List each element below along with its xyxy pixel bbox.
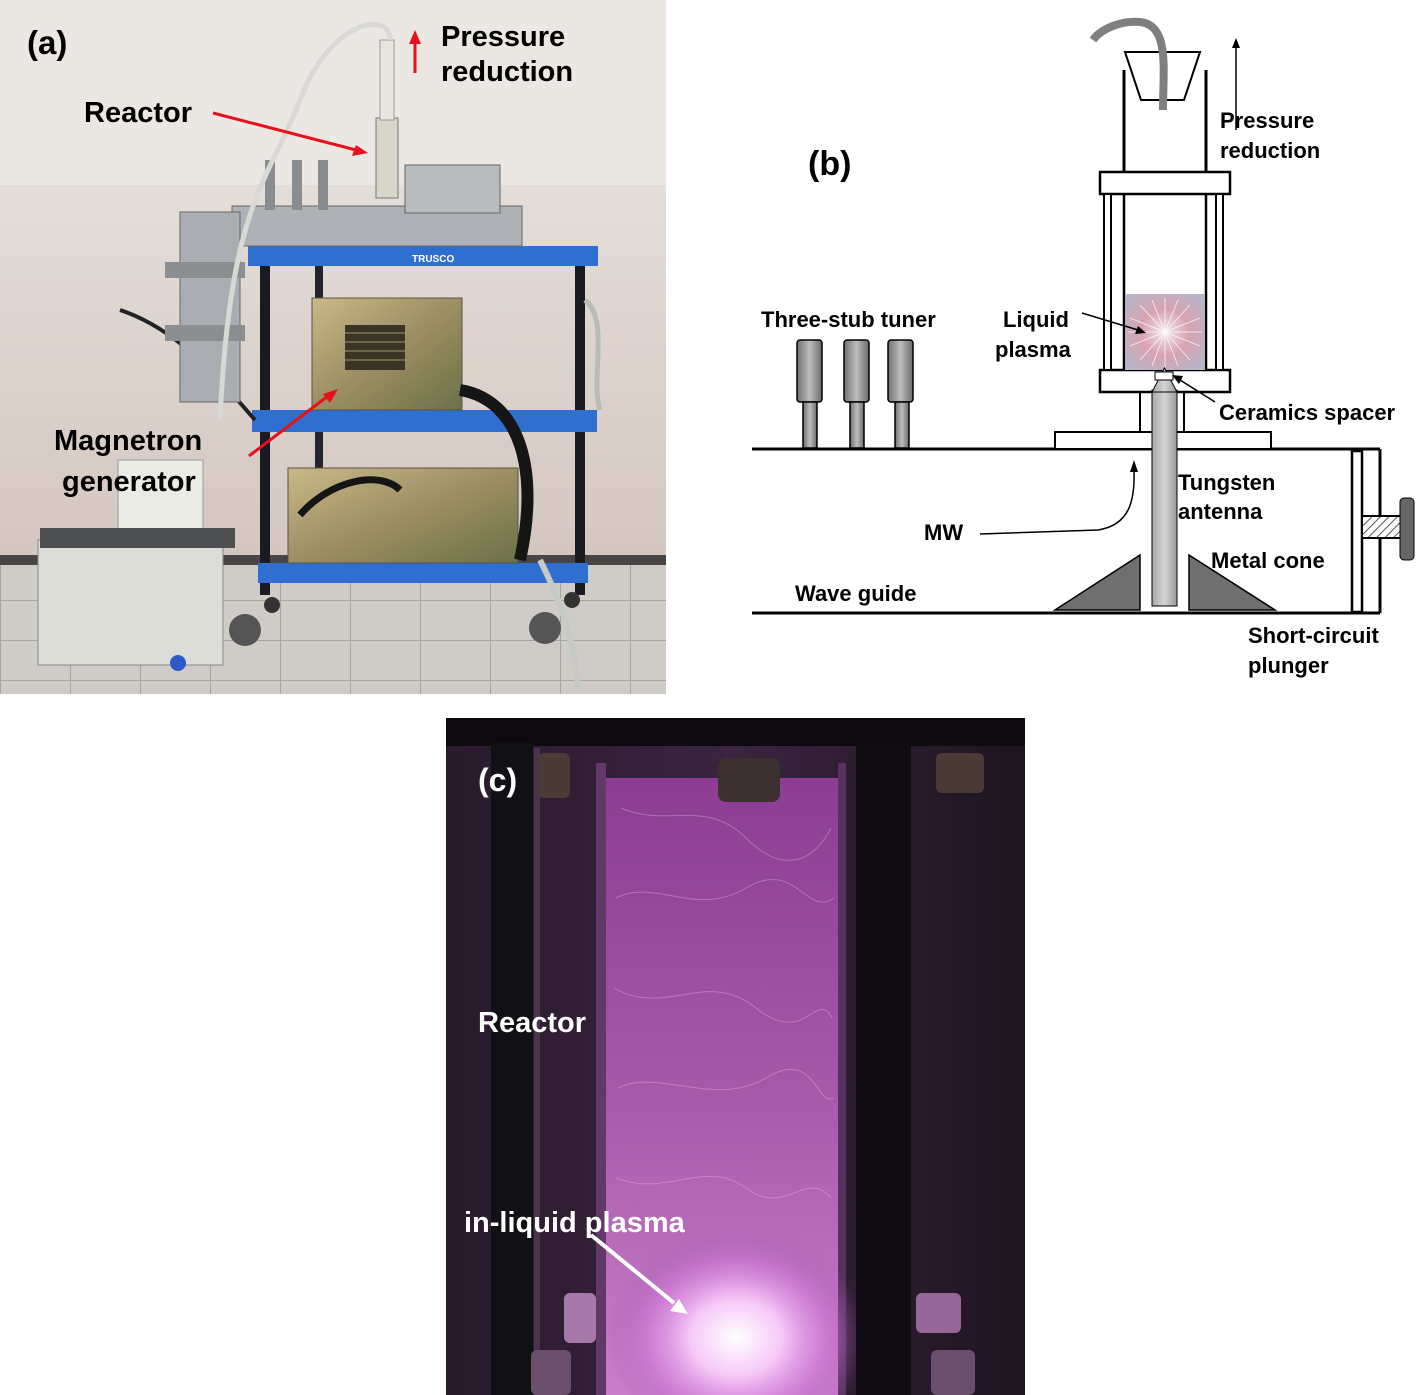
support-rod-right [856, 743, 911, 1395]
metal-cone-left [1052, 553, 1141, 611]
plasma-arrow [589, 1233, 676, 1305]
liquid-plasma-label-line2: plasma [995, 337, 1072, 362]
metal-cone-right [1188, 553, 1278, 611]
panel-a-apparatus-photo: TRUSCO (a) Pressure reduction Reactor M [0, 0, 666, 694]
panel-c-tag: (c) [478, 762, 517, 798]
reactor-arrow [212, 111, 357, 152]
power-supply-box [287, 467, 519, 564]
ceramics-spacer-label: Ceramics spacer [1219, 400, 1396, 425]
panel-b-tag: (b) [808, 145, 851, 183]
chiller-unit [37, 539, 224, 666]
cart-bottom-shelf [258, 563, 588, 583]
cart-top-shelf [248, 246, 598, 266]
pressure-label-b-line1: Pressure [1220, 108, 1314, 133]
support-rod-left [491, 743, 533, 1395]
cart-brand-label: TRUSCO [412, 254, 454, 265]
bubble-texture [613, 807, 835, 1199]
exhaust-tube [1089, 17, 1168, 111]
reactor-label-c: Reactor [478, 1007, 586, 1039]
short-circuit-label-line1: Short-circuit [1248, 623, 1379, 648]
plasma-photo: (c) Reactor in-liquid plasma [446, 718, 1025, 1395]
tungsten-label-line2: antenna [1178, 499, 1263, 524]
mw-arrow [979, 469, 1135, 535]
tungsten-antenna [1151, 389, 1178, 607]
mw-label: MW [924, 520, 963, 545]
pressure-label-b-line2: reduction [1220, 138, 1320, 163]
plasma-glow [606, 1228, 866, 1395]
panel-c-plasma-photo: (c) Reactor in-liquid plasma [446, 718, 1025, 1395]
plasma-burst [1128, 298, 1202, 368]
plunger-rod [1361, 515, 1405, 539]
short-circuit-plunger [1350, 449, 1364, 614]
magnetron-arrow [248, 394, 329, 458]
magnetron-label-line1: Magnetron [54, 425, 202, 457]
three-stub-label: Three-stub tuner [761, 307, 936, 332]
schematic-diagram: (b) Pressure reduction Three-stub tuner … [752, 17, 1415, 678]
panel-a-tag: (a) [27, 24, 67, 61]
bolt-top-center [718, 758, 780, 802]
panel-b-schematic: (b) Pressure reduction Three-stub tuner … [700, 0, 1419, 700]
pressure-label-line2: reduction [441, 56, 573, 88]
bolt-top-left [538, 753, 570, 798]
metal-cone-label: Metal cone [1211, 548, 1325, 573]
liquid-plasma-label-line1: Liquid [1003, 307, 1069, 332]
bolt-top-right [936, 753, 984, 793]
short-circuit-label-line2: plunger [1248, 653, 1329, 678]
apparatus-photo: TRUSCO (a) Pressure reduction Reactor M [0, 0, 666, 694]
three-stub-tuner [796, 339, 914, 449]
reactor-label: Reactor [84, 97, 192, 129]
tungsten-label-line1: Tungsten [1178, 470, 1275, 495]
pressure-label-line1: Pressure [441, 21, 565, 53]
wave-guide-label: Wave guide [795, 581, 916, 606]
ceramics-arrow [1179, 379, 1216, 403]
in-liquid-plasma-label: in-liquid plasma [464, 1207, 686, 1239]
reactor-tube [375, 117, 399, 199]
liquid-plasma-arrow [1081, 312, 1139, 331]
plunger-knob [1399, 497, 1415, 561]
magnetron-label-line2: generator [62, 466, 196, 498]
